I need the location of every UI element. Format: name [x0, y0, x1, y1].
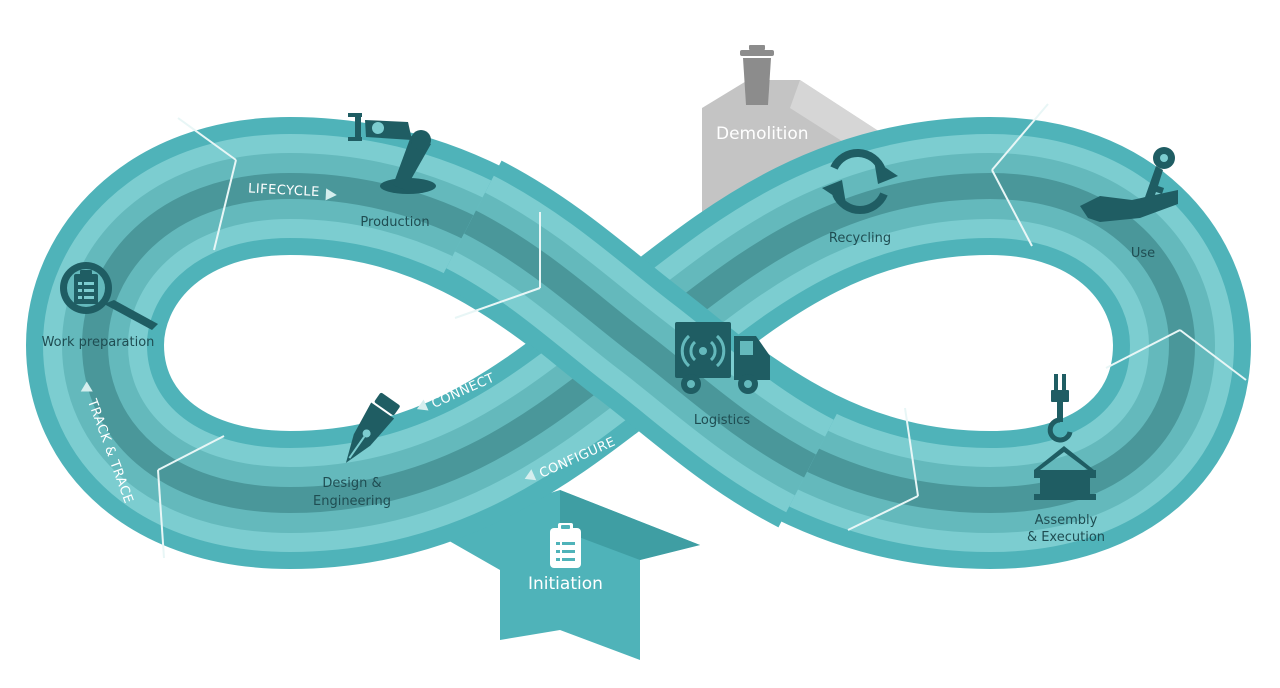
- initiation-label: Initiation: [528, 574, 603, 594]
- stage-work-preparation: Work preparation: [42, 262, 158, 350]
- stage-recycling: Recycling: [822, 148, 898, 246]
- design-label-line2: Engineering: [313, 494, 391, 509]
- stage-production: Production: [348, 113, 436, 230]
- assembly-label-line2: & Execution: [1027, 530, 1105, 545]
- initiation-flag: Initiation: [430, 490, 700, 660]
- ribbon-overpass-dark: [464, 210, 816, 478]
- arrow-up-icon: [80, 381, 93, 392]
- stage-design-engineering: Design & Engineering: [313, 392, 400, 509]
- production-label: Production: [360, 215, 429, 230]
- design-label-line1: Design &: [322, 476, 381, 491]
- assembly-label-line1: Assembly: [1035, 513, 1098, 528]
- demolition-label: Demolition: [716, 124, 809, 144]
- robot-arm-icon: [348, 113, 436, 194]
- key-hand-icon: [1080, 147, 1178, 222]
- logistics-label: Logistics: [694, 413, 750, 428]
- recycling-label: Recycling: [829, 231, 891, 246]
- segment-dividers: [157, 103, 1247, 559]
- recycle-arrowheads: [822, 160, 898, 204]
- stage-use: Use: [1080, 147, 1178, 261]
- arrow-right-icon: [325, 188, 337, 201]
- track-lifecycle-label: LIFECYCLE: [248, 181, 321, 200]
- track-lifecycle: LIFECYCLE: [248, 181, 337, 201]
- arrow-left-icon: [416, 399, 429, 411]
- use-label: Use: [1131, 246, 1155, 261]
- stage-assembly-execution: Assembly & Execution: [1027, 374, 1105, 545]
- arrow-left-icon: [524, 469, 537, 481]
- stage-logistics: Logistics: [675, 322, 770, 428]
- work-preparation-label: Work preparation: [42, 335, 155, 350]
- truck-signal-icon: [675, 322, 770, 394]
- infinity-ribbon: [26, 117, 1251, 569]
- pen-nib-icon: [345, 392, 400, 463]
- crane-hook-icon: [1034, 374, 1096, 500]
- trash-bin-icon: [740, 45, 774, 105]
- clipboard-icon: [550, 523, 581, 568]
- clipboard-search-icon: [60, 262, 158, 330]
- demolition-flag: Demolition: [702, 45, 880, 215]
